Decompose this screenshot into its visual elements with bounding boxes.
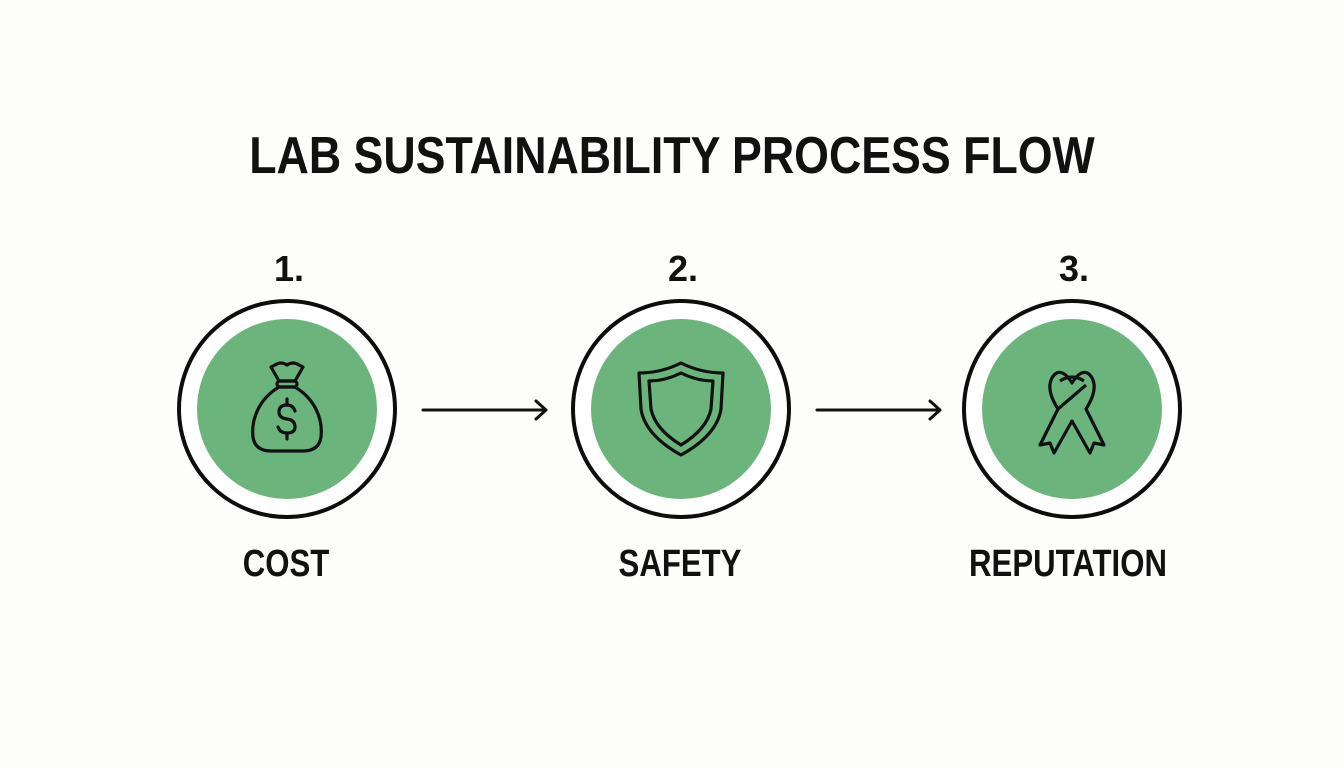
step-number: 3. [1058,248,1090,289]
money-bag-icon [251,361,323,453]
step-circle-fill [591,319,771,499]
arrow-right-icon [815,399,942,421]
step-label: SAFETY [618,543,742,585]
page-title: LAB SUSTAINABILITY PROCESS FLOW [249,127,1095,185]
step-number: 1. [273,248,305,289]
arrow-right-icon [421,399,548,421]
step-circle [962,299,1182,519]
step-label: COST [242,543,330,585]
ribbon-icon [1038,370,1106,455]
shield-icon [637,361,725,457]
step-number: 2. [667,248,699,289]
step-circle-fill [982,319,1162,499]
step-circle-fill [197,319,377,499]
step-label: REPUTATION [969,543,1167,585]
step-circle [571,299,791,519]
step-circle [177,299,397,519]
